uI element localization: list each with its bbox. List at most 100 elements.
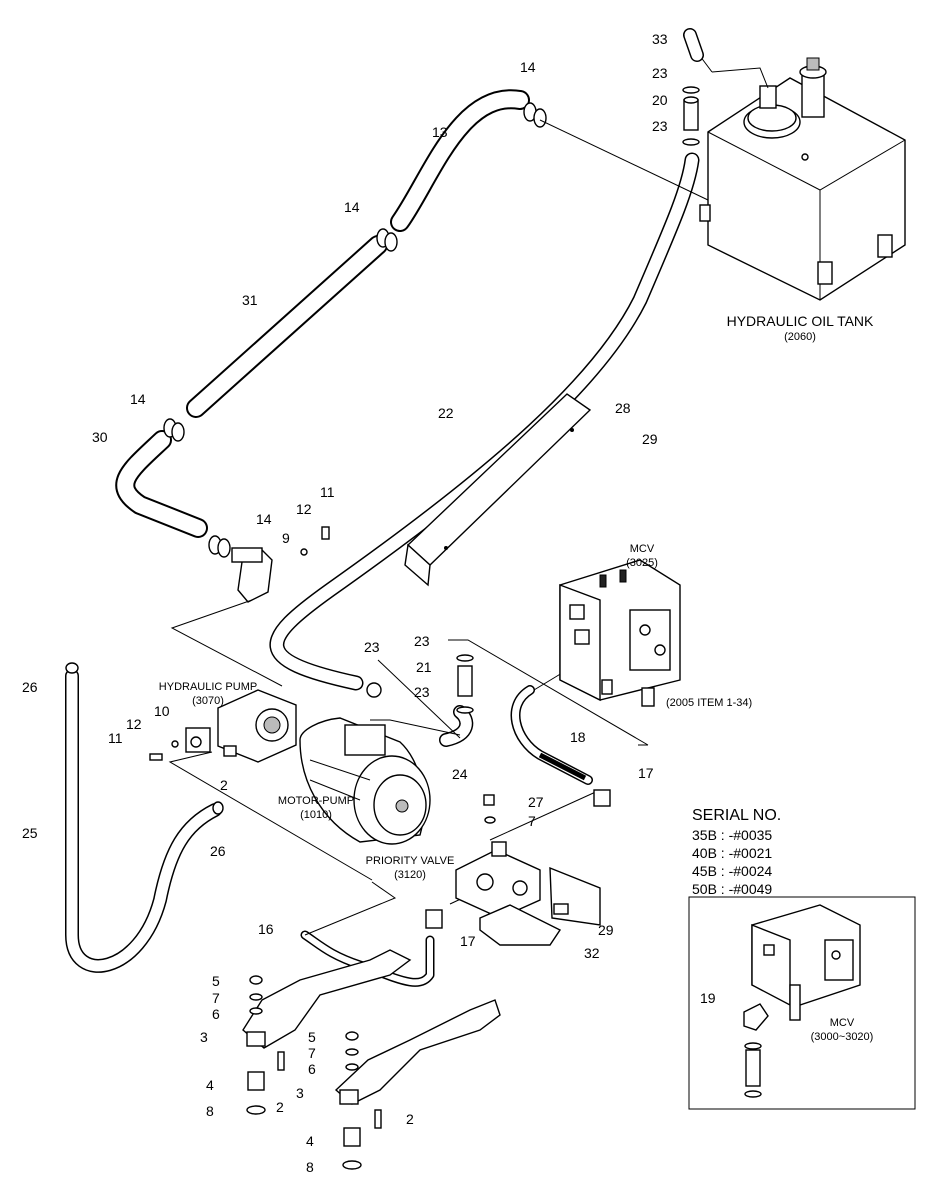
mcv-inset-code: (3000~3020) [811, 1031, 874, 1043]
pipe-20 [683, 96, 699, 131]
callout-5: 5 [308, 1029, 316, 1045]
serial-title: SERIAL NO. [692, 807, 781, 824]
hose-18 [510, 685, 593, 785]
serial-row: 45B : -#0024 [692, 863, 772, 879]
tank-code: (2060) [784, 331, 816, 343]
callout-19: 19 [700, 990, 716, 1006]
callout-17: 17 [460, 933, 476, 949]
ref-2005: (2005 ITEM 1-34) [666, 697, 752, 709]
callout-14: 14 [130, 391, 146, 407]
callout-4: 4 [206, 1077, 214, 1093]
serial-row: 50B : -#0049 [692, 881, 772, 897]
serial-number-block: SERIAL NO. 35B : -#0035 40B : -#0021 45B… [692, 807, 781, 897]
hydraulic-oil-tank [699, 55, 906, 301]
motor-caption: MOTOR-PUMP (1010) [278, 795, 354, 821]
callout-2: 2 [276, 1099, 284, 1115]
callout-20: 20 [652, 92, 668, 108]
callout-18: 18 [570, 729, 586, 745]
callout-11: 11 [108, 730, 123, 746]
callout-labels: 33 23 20 23 14 13 14 31 14 30 14 9 12 11… [22, 31, 668, 1175]
mcv-inset-box: 19 MCV (3000~3020) [688, 896, 916, 1110]
callout-33: 33 [652, 31, 668, 47]
callout-22: 22 [438, 405, 454, 421]
callout-29: 29 [642, 431, 658, 447]
callout-8: 8 [206, 1103, 214, 1119]
mcv-top-caption: MCV (3025) (2005 ITEM 1-34) [626, 543, 752, 709]
hose-31 [186, 235, 388, 418]
callout-12: 12 [296, 501, 312, 517]
callout-27: 27 [528, 794, 544, 810]
callout-17: 17 [638, 765, 654, 781]
callout-31: 31 [242, 292, 258, 308]
callout-24: 24 [452, 766, 468, 782]
priority-code: (3120) [394, 869, 426, 881]
callout-23: 23 [652, 65, 668, 81]
mcv-inset-valve [743, 904, 861, 1098]
hose-24-elbow [439, 705, 474, 747]
callout-14: 14 [520, 59, 536, 75]
callout-6: 6 [308, 1061, 316, 1077]
callout-9: 9 [282, 530, 290, 546]
callout-23: 23 [414, 633, 430, 649]
callout-26: 26 [22, 679, 38, 695]
callout-8: 8 [306, 1159, 314, 1175]
angle-bracket-28 [404, 393, 592, 587]
serial-row: 40B : -#0021 [692, 845, 772, 861]
callout-3: 3 [200, 1029, 208, 1045]
callout-2: 2 [406, 1111, 414, 1127]
hose-30 [115, 430, 208, 538]
priority-name: PRIORITY VALVE [366, 855, 455, 867]
fittings-17-27-7 [65, 662, 611, 929]
motor-name: MOTOR-PUMP [278, 795, 354, 807]
mcv-top-code: (3025) [626, 557, 658, 569]
callout-4: 4 [306, 1133, 314, 1149]
pump-name: HYDRAULIC PUMP [159, 681, 257, 693]
callout-26: 26 [210, 843, 226, 859]
clamps-23-mid [366, 654, 474, 714]
hose-13 [390, 89, 530, 232]
callout-29: 29 [598, 922, 614, 938]
callout-6: 6 [212, 1006, 220, 1022]
motor-code: (1010) [300, 809, 332, 821]
callout-3: 3 [296, 1085, 304, 1101]
mcv-top-name: MCV [630, 543, 655, 555]
pipe-21 [457, 665, 473, 697]
callout-30: 30 [92, 429, 108, 445]
callout-13: 13 [432, 124, 448, 140]
flange-fitting-9 [231, 526, 330, 603]
pump-caption: HYDRAULIC PUMP (3070) [159, 681, 257, 707]
callout-2: 2 [220, 777, 228, 793]
callout-23: 23 [652, 118, 668, 134]
clamps-14 [163, 102, 547, 558]
callout-16: 16 [258, 921, 274, 937]
callout-21: 21 [416, 659, 432, 675]
callout-23: 23 [364, 639, 380, 655]
callout-10: 10 [154, 703, 170, 719]
clamp-23-top [682, 86, 700, 146]
hose-25 [65, 669, 222, 973]
callout-5: 5 [212, 973, 220, 989]
priority-valve [455, 841, 541, 919]
serial-row: 35B : -#0035 [692, 827, 772, 843]
callout-11: 11 [320, 484, 335, 500]
callout-32: 32 [584, 945, 600, 961]
mount-brackets [242, 949, 501, 1170]
callout-7: 7 [308, 1045, 316, 1061]
callout-12: 12 [126, 716, 142, 732]
callout-14: 14 [344, 199, 360, 215]
motor-pump [299, 717, 431, 845]
tank-caption: HYDRAULIC OIL TANK (2060) [727, 313, 874, 343]
callout-25: 25 [22, 825, 38, 841]
valve-bracket-32 [479, 866, 601, 946]
callout-23: 23 [414, 684, 430, 700]
mcv-valve-top [559, 559, 681, 707]
mcv-inset-name: MCV [830, 1017, 855, 1029]
pump-code: (3070) [192, 695, 224, 707]
tank-name: HYDRAULIC OIL TANK [727, 313, 874, 329]
callout-7: 7 [528, 813, 536, 829]
callout-14: 14 [256, 511, 272, 527]
callout-7: 7 [212, 990, 220, 1006]
hydraulic-pump [149, 689, 297, 763]
callout-28: 28 [615, 400, 631, 416]
